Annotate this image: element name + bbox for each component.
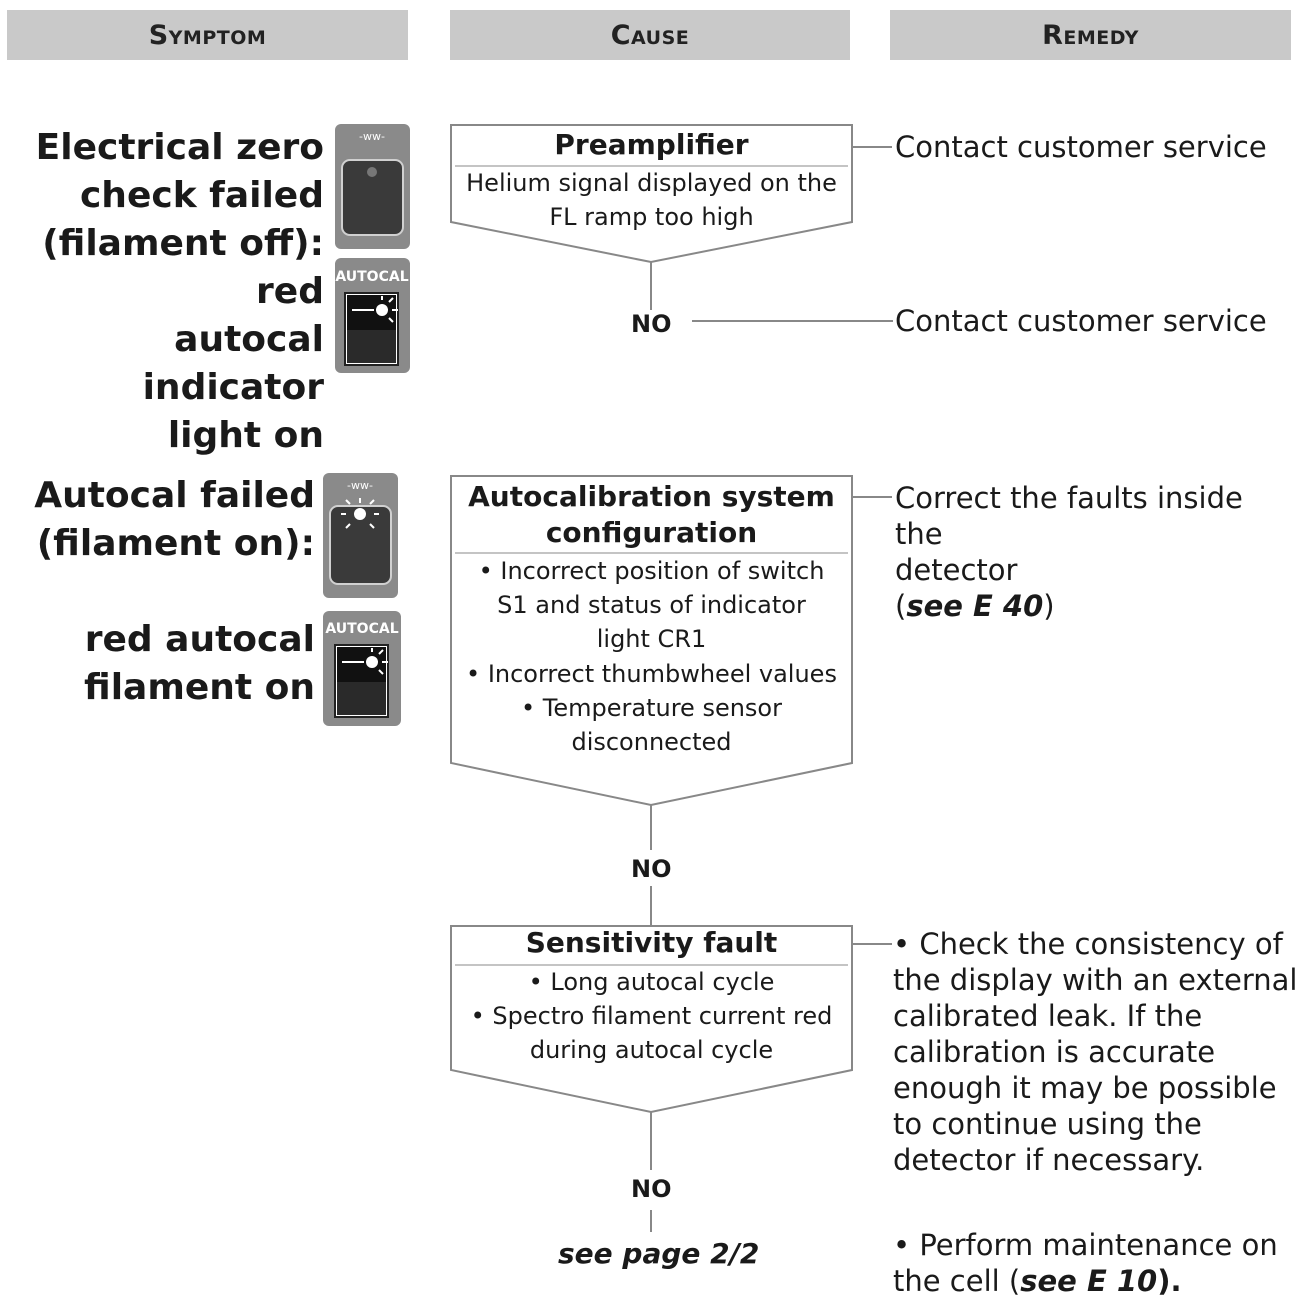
remedy-check-consistency: • Check the consistency of the display w… [893,927,1298,1177]
remedy-contact-service: Contact customer service [895,130,1267,164]
cause-sensitivity-line: during autocal cycle [529,1036,774,1064]
cause-autocal-title: configuration [545,516,758,549]
cause-autocal-line: S1 and status of indicator [497,591,806,619]
no-label: NO [631,1175,672,1203]
svg-text:AUTOCAL: AUTOCAL [335,269,408,285]
symptom-electrical-zero: Electrical zero check failed (filament o… [35,127,324,456]
symptom-red-autocal: red autocal filament on [84,619,315,708]
svg-text:AUTOCAL: AUTOCAL [325,621,398,637]
symptom-autocal-failed: Autocal failed (filament on): [34,475,315,564]
remedy-correct-faults: Correct the faults inside the detector (… [895,481,1243,623]
reference-link[interactable]: see E 10 [1020,1264,1158,1298]
cause-autocal-line: • Incorrect position of switch [478,557,825,585]
cause-autocal-title: Autocalibration system [468,480,835,513]
svg-text:-ww-: -ww- [347,479,373,492]
header-symptom: Symptom [7,10,408,60]
header-cause: Cause [450,10,850,60]
cause-preamplifier-line: FL ramp too high [549,203,754,231]
no-label: NO [631,855,672,883]
no-label: NO [631,310,672,338]
see-page-link[interactable]: see page 2/2 [558,1237,760,1270]
cause-autocal-line: light CR1 [596,625,707,653]
remedy-perform-maintenance: • Perform maintenance on the cell (see E… [893,1228,1278,1298]
cause-autocal-line: disconnected [571,728,732,756]
autocalibration-box [450,475,853,807]
cause-sensitivity-line: • Long autocal cycle [528,968,775,996]
cause-autocal-line: • Temperature sensor [521,694,782,722]
cause-preamplifier-title: Preamplifier [554,128,749,161]
reference-link[interactable]: see E 40 [906,589,1044,623]
cause-autocal-line: • Incorrect thumbwheel values [466,660,837,688]
cause-preamplifier-line: Helium signal displayed on the [466,169,837,197]
sensitivity-box [450,925,853,1114]
cause-sensitivity-line: • Spectro filament current red [470,1002,833,1030]
remedy-contact-service: Contact customer service [895,304,1267,338]
preamplifier-box [450,124,853,264]
header-remedy: Remedy [890,10,1291,60]
cause-sensitivity-title: Sensitivity fault [525,926,778,959]
svg-text:-ww-: -ww- [359,130,385,143]
